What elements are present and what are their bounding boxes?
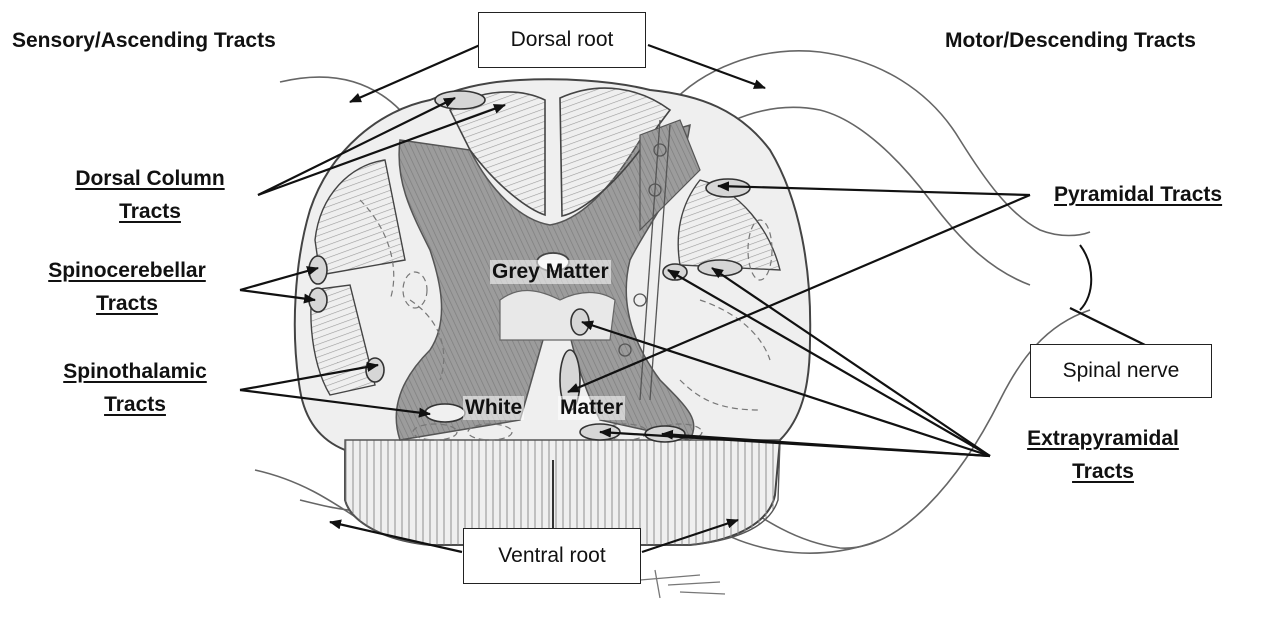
extrapyramidal-line-1: Extrapyramidal: [1027, 427, 1179, 450]
arrow-spinothalamic-1: [239, 362, 379, 392]
arrow-dorsal-column-1: [257, 97, 456, 196]
left-dorsal-root: [279, 76, 401, 111]
grey-matter-label: Grey Matter: [490, 260, 611, 284]
right-dorsal-root-upper: [669, 50, 1091, 237]
arrow-spinocerebellar-1: [239, 266, 319, 292]
dorsal-horn-neurons: [618, 119, 671, 401]
extrapyramidal-label: Extrapyramidal Tracts: [1010, 422, 1196, 488]
spinal-nerve-edge: [1079, 244, 1093, 311]
right-dorsal-root-lower: [689, 106, 1031, 286]
arrow-pyramidal-1: [717, 181, 1031, 197]
arrow-extrapyramidal-5: [661, 429, 991, 458]
dorsal-column-label: Dorsal Column Tracts: [62, 162, 238, 228]
leader-spinal-nerve: [1069, 307, 1146, 346]
spinothalamic-line-2: Tracts: [104, 393, 166, 416]
cord-body: [293, 78, 812, 546]
arrow-dorsal-root-left: [349, 43, 481, 104]
tract-ovals: [308, 90, 751, 443]
spinothalamic-line-1: Spinothalamic: [63, 360, 207, 383]
dorsal-root-box: Dorsal root: [478, 12, 646, 68]
signature-scribble: [639, 569, 726, 599]
leader-arrows: [239, 43, 1146, 554]
arrow-extrapyramidal-2: [711, 267, 991, 457]
arrow-pyramidal-2: [567, 193, 1031, 394]
arrow-extrapyramidal-3: [581, 320, 991, 458]
spinothalamic-label: Spinothalamic Tracts: [50, 355, 220, 421]
spinocerebellar-label: Spinocerebellar Tracts: [34, 254, 220, 320]
arrow-extrapyramidal-1: [667, 269, 991, 457]
extrapyramidal-line-2: Tracts: [1072, 460, 1134, 483]
spinocerebellar-line-1: Spinocerebellar: [48, 259, 206, 282]
pyramidal-label: Pyramidal Tracts: [1054, 183, 1223, 206]
arrow-ventral-root-right: [641, 518, 739, 554]
arrow-spinocerebellar-2: [239, 288, 316, 304]
arrow-dorsal-root-right: [647, 43, 766, 90]
extrapyramidal-tract-1: [662, 263, 688, 281]
white-matter-label-1: White: [463, 396, 525, 420]
spinocerebellar-line-2: Tracts: [96, 292, 158, 315]
pyramidal-tract-lateral: [705, 178, 751, 198]
arrow-spinothalamic-2: [239, 388, 431, 418]
dorsal-column-tract-left: [434, 90, 486, 110]
arrow-dorsal-column-2: [257, 103, 506, 197]
spinothalamic-tract-anterior: [424, 403, 466, 423]
ventral-band: [344, 439, 781, 546]
motor-heading: Motor/Descending Tracts: [945, 29, 1196, 52]
left-lateral-column: [314, 159, 406, 276]
dorsal-column-line-2: Tracts: [119, 200, 181, 223]
arrow-ventral-root-left: [329, 519, 463, 554]
spinal-nerve-box: Spinal nerve: [1030, 344, 1212, 398]
extrapyramidal-tract-3: [570, 308, 590, 336]
sensory-heading: Sensory/Ascending Tracts: [12, 29, 276, 52]
spinothalamic-tract-lateral: [365, 357, 385, 383]
ventral-root-box: Ventral root: [463, 528, 641, 584]
dorsal-column-line-1: Dorsal Column: [75, 167, 225, 190]
white-matter-label-2: Matter: [558, 396, 626, 420]
left-ventral-root-upper: [254, 469, 361, 521]
